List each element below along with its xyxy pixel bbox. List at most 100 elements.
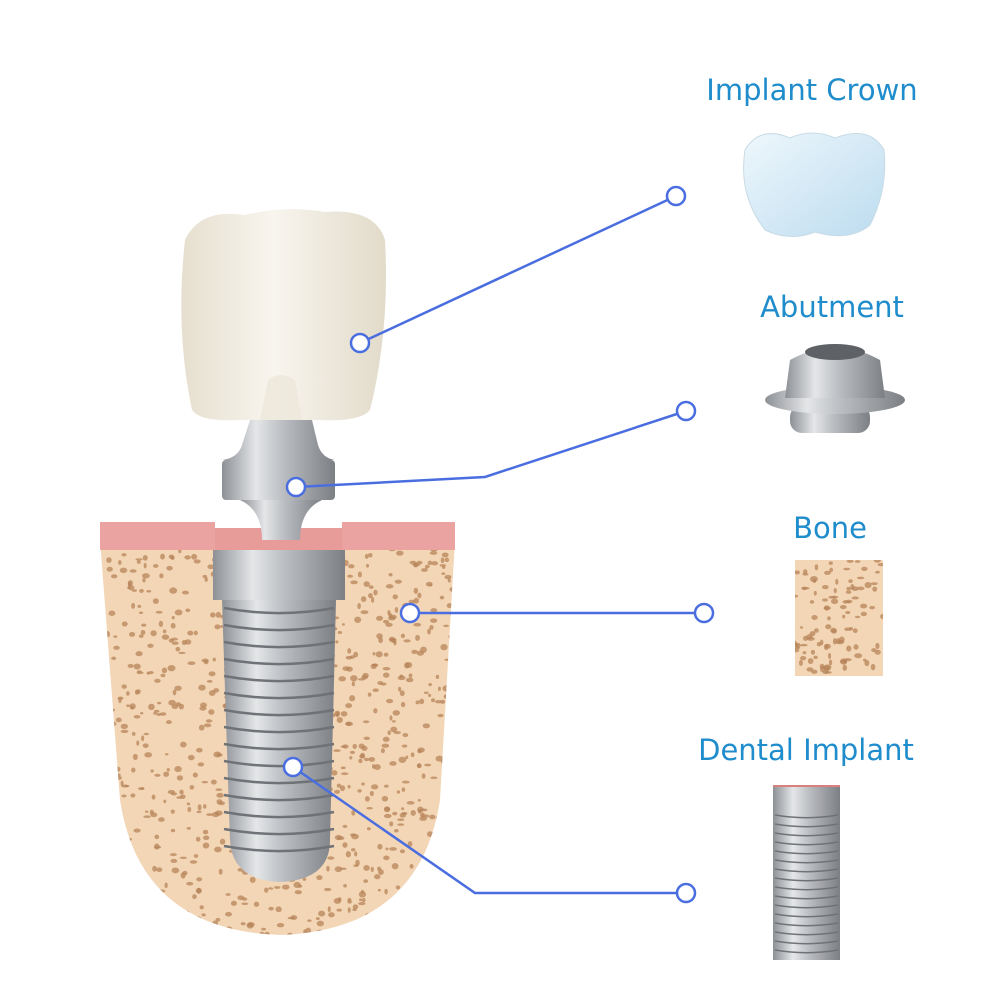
bone-pore (121, 553, 127, 557)
bone-pore (385, 622, 393, 627)
bone-pore (118, 560, 122, 565)
bone-pore (261, 927, 267, 931)
bone-pore (200, 702, 207, 708)
bone-pore (206, 680, 213, 683)
bone-pore (389, 847, 397, 851)
bone-pore (351, 809, 356, 816)
bone-pore (110, 807, 119, 811)
bone-pore (427, 831, 434, 838)
bone-pore (224, 911, 233, 917)
bone-pore (403, 639, 411, 643)
bone-pore (100, 876, 104, 881)
bone-pore (444, 917, 450, 924)
bone-pore (359, 754, 366, 759)
bone-pore (172, 689, 177, 696)
bone-pore (170, 828, 176, 833)
bone-pore (442, 899, 449, 905)
implant-thread (223, 640, 335, 649)
bone-pore (822, 598, 829, 602)
bone-pore (348, 564, 355, 569)
bone-pore (119, 567, 128, 574)
bone-pore (327, 906, 331, 913)
bone-pore (349, 833, 356, 837)
bone-pore (345, 703, 353, 709)
bone-pore (115, 775, 122, 780)
bone-pore (434, 886, 443, 891)
bone-pore (386, 698, 394, 704)
bone-pore (342, 842, 348, 848)
bone-pore (396, 550, 404, 556)
bone-pore (212, 920, 218, 927)
bone-pore (202, 829, 209, 835)
bone-pore (144, 810, 149, 813)
bone-pore (126, 704, 130, 708)
bone-pore (431, 561, 438, 566)
bone-pore (113, 831, 122, 838)
bone-pore (119, 836, 127, 842)
bone-pore (434, 700, 442, 704)
bone-pore (100, 923, 106, 930)
bone-pore (351, 681, 355, 687)
bone-pore (208, 671, 216, 677)
bone-pore (170, 858, 178, 863)
bone-pore (437, 713, 444, 718)
leader-line-abutment (295, 409, 687, 489)
bone-pore (110, 708, 115, 712)
bone-pore (434, 920, 443, 927)
bone-pore (424, 931, 430, 935)
bone-pore (268, 906, 274, 911)
bone-pore (453, 642, 455, 646)
bone-pore (799, 656, 807, 661)
bone-pore (357, 602, 361, 610)
bone-pore (195, 836, 201, 842)
bone-pore (428, 682, 432, 687)
marker-abutment-end (675, 400, 697, 422)
bone-pore (364, 796, 370, 802)
bone-pore (171, 867, 180, 874)
implant-thread (774, 940, 839, 945)
bone-pore (358, 891, 367, 898)
bone-pore (845, 610, 851, 615)
bone-pore (121, 878, 129, 884)
bone-pore (822, 665, 830, 669)
bone-pore (138, 634, 144, 638)
implant-thread (774, 922, 839, 927)
bone-pore (108, 778, 113, 783)
bone-pore (149, 936, 153, 941)
bone-pore (121, 621, 128, 627)
bone-pore (241, 902, 249, 905)
bone-pore (249, 876, 256, 883)
bone-pore (795, 594, 799, 598)
bone-pore (441, 572, 446, 575)
bone-pore (828, 595, 836, 599)
bone-pore (811, 614, 818, 620)
bone-pore (856, 576, 865, 580)
bone-pore (390, 726, 398, 733)
bone-pore (410, 752, 415, 758)
bone-pore (795, 648, 800, 653)
bone-pore (326, 865, 330, 872)
bone-pore (451, 804, 455, 811)
bone-pore (166, 768, 170, 772)
bone-pore (347, 784, 351, 789)
bone-pore (827, 652, 832, 660)
bone-pore (363, 879, 369, 884)
bone-pore (413, 587, 419, 594)
bone-pore (397, 823, 405, 826)
bone-pore (207, 564, 215, 570)
bone-pore (102, 812, 106, 817)
bone-pore (424, 564, 430, 569)
bone-pore (187, 754, 195, 761)
bone-pore (171, 615, 175, 620)
bone-pore (170, 809, 175, 814)
bone-pore (164, 753, 169, 756)
bone-pore (213, 751, 222, 758)
bone-pore (139, 711, 144, 715)
bone-pore (441, 552, 449, 558)
bone-pore (421, 773, 426, 779)
bone-pore (454, 709, 455, 715)
bone-pore (208, 690, 216, 697)
bone-pore (347, 899, 352, 904)
bone-pore (387, 902, 393, 906)
